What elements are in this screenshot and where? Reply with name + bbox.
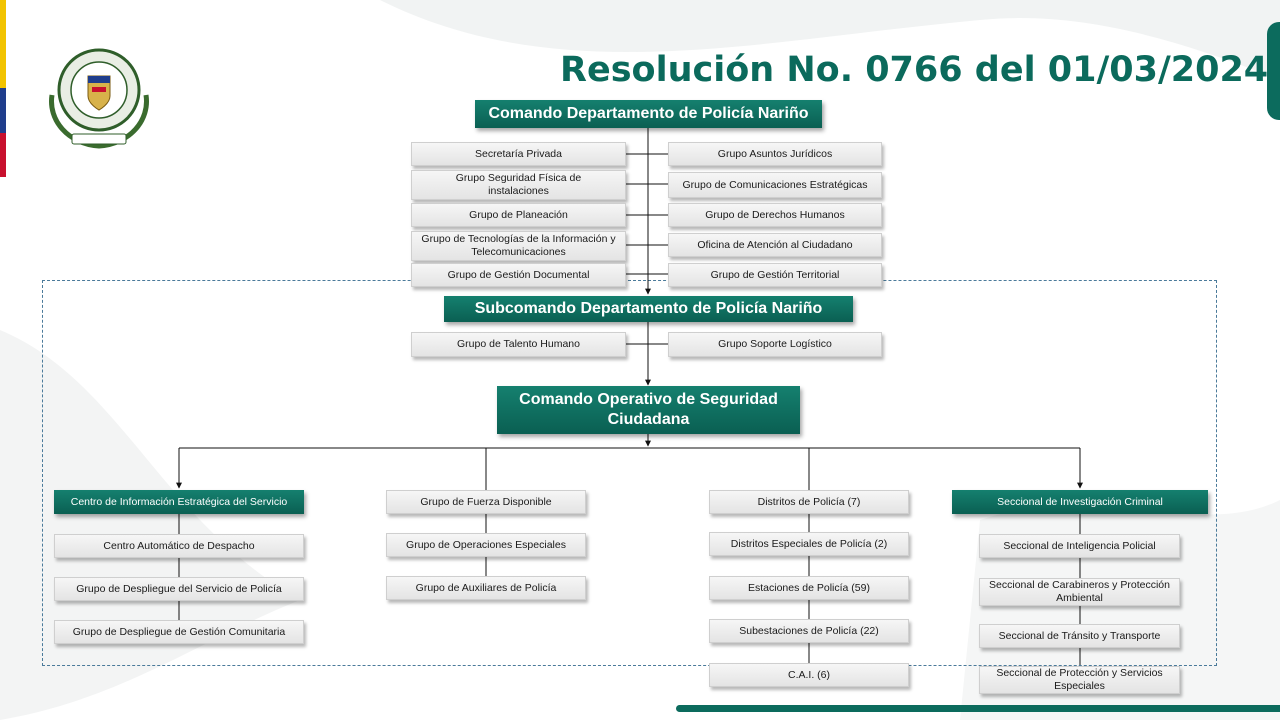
comando-right-item: Grupo de Comunicaciones Estratégicas xyxy=(668,172,882,198)
column-3-item: Distritos de Policía (7) xyxy=(709,490,909,514)
column-4-item: Seccional de Protección y Servicios Espe… xyxy=(979,666,1180,694)
comando-left-item: Grupo Seguridad Física de instalaciones xyxy=(411,170,626,200)
comando-right-item: Grupo Asuntos Jurídicos xyxy=(668,142,882,166)
column-3-item: C.A.I. (6) xyxy=(709,663,909,687)
comando-right-item: Grupo de Derechos Humanos xyxy=(668,203,882,227)
column-1-item: Centro Automático de Despacho xyxy=(54,534,304,558)
column-2-item: Grupo de Operaciones Especiales xyxy=(386,533,586,557)
flag-stripe-yellow xyxy=(0,0,6,88)
comando-operativo-box: Comando Operativo de Seguridad Ciudadana xyxy=(497,386,800,434)
flag-stripe-red xyxy=(0,133,6,177)
flag-stripe-blue xyxy=(0,88,6,133)
column-4-item: Seccional de Inteligencia Policial xyxy=(979,534,1180,558)
subcomando-right-item: Grupo Soporte Logístico xyxy=(668,332,882,357)
police-shield-seal-icon xyxy=(49,48,149,149)
page-title: Resolución No. 0766 del 01/03/2024 xyxy=(560,50,1269,90)
comando-right-item: Oficina de Atención al Ciudadano xyxy=(668,233,882,257)
column-4-item: Seccional de Carabineros y Protección Am… xyxy=(979,578,1180,606)
comando-departamento-box: Comando Departamento de Policía Nariño xyxy=(475,100,822,128)
corner-tab-decoration xyxy=(1267,22,1280,120)
subcomando-left-item: Grupo de Talento Humano xyxy=(411,332,626,357)
comando-right-item: Grupo de Gestión Territorial xyxy=(668,263,882,287)
column-2-item: Grupo de Auxiliares de Policía xyxy=(386,576,586,600)
seccional-investigacion-box: Seccional de Investigación Criminal xyxy=(952,490,1208,514)
comando-left-item: Grupo de Planeación xyxy=(411,203,626,227)
column-3-item: Distritos Especiales de Policía (2) xyxy=(709,532,909,556)
centro-informacion-box: Centro de Información Estratégica del Se… xyxy=(54,490,304,514)
column-1-item: Grupo de Despliegue de Gestión Comunitar… xyxy=(54,620,304,644)
column-3-item: Subestaciones de Policía (22) xyxy=(709,619,909,643)
column-4-item: Seccional de Tránsito y Transporte xyxy=(979,624,1180,648)
operational-area-dashed-frame xyxy=(42,280,1217,666)
comando-left-item: Grupo de Gestión Documental xyxy=(411,263,626,287)
comando-left-item: Grupo de Tecnologías de la Información y… xyxy=(411,231,626,261)
column-1-item: Grupo de Despliegue del Servicio de Poli… xyxy=(54,577,304,601)
comando-left-item: Secretaría Privada xyxy=(411,142,626,166)
subcomando-departamento-box: Subcomando Departamento de Policía Nariñ… xyxy=(444,296,853,322)
column-3-item: Estaciones de Policía (59) xyxy=(709,576,909,600)
column-2-item: Grupo de Fuerza Disponible xyxy=(386,490,586,514)
bottom-accent-bar xyxy=(676,705,1280,712)
